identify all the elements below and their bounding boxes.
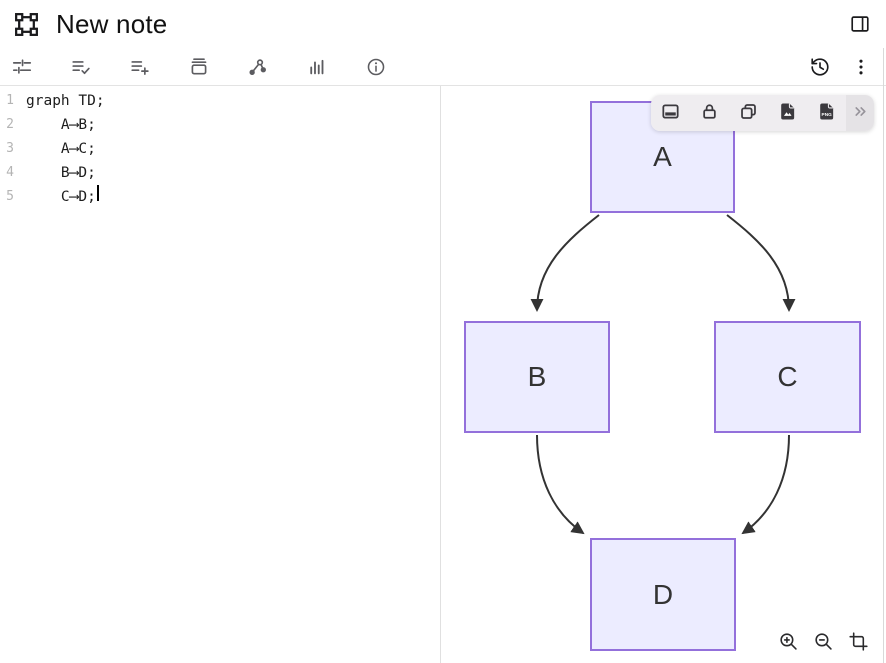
edge-C-D — [741, 434, 790, 535]
more-tools-button[interactable] — [846, 95, 874, 131]
node-D-label: D — [652, 578, 674, 610]
code-line: 4 B⟶D; — [0, 161, 440, 185]
toolbar — [0, 48, 886, 86]
list-add-icon — [129, 56, 151, 78]
node-graph-button[interactable] — [240, 49, 276, 85]
image-file-icon — [777, 101, 798, 125]
header: New note — [0, 0, 886, 48]
header-left: New note — [12, 9, 167, 40]
pane-edge-line — [883, 48, 884, 663]
note-title[interactable]: New note — [56, 8, 168, 39]
export-image-button[interactable] — [768, 95, 807, 131]
diagram-floating-toolbar: PNG — [651, 95, 874, 131]
duplicate-icon — [738, 101, 759, 125]
node-C-label: C — [777, 361, 798, 392]
code-line: 5 C⟶D; — [0, 185, 440, 209]
code-text: A⟶C; — [26, 141, 96, 157]
toolbar-left-group — [4, 49, 394, 85]
layout-panel-right-icon — [849, 13, 871, 35]
node-B: B — [464, 321, 610, 433]
node-graph-icon — [247, 56, 269, 78]
zoom-out-icon — [813, 631, 834, 655]
stats-button[interactable] — [299, 49, 335, 85]
edge-B-D — [536, 434, 585, 535]
history-icon — [809, 56, 831, 78]
code-line: 3 A⟶C; — [0, 137, 440, 161]
line-number: 3 — [6, 141, 14, 156]
duplicate-button[interactable] — [729, 95, 768, 131]
code-line: 1 graph TD; — [0, 89, 440, 113]
fit-crop-button[interactable] — [846, 631, 870, 655]
chevrons-right-icon — [852, 103, 869, 123]
line-number: 2 — [6, 117, 14, 132]
lock-button[interactable] — [690, 95, 729, 131]
zoom-in-icon — [778, 631, 799, 655]
export-png-button[interactable]: PNG — [807, 95, 846, 131]
list-check-icon — [70, 56, 92, 78]
line-number: 4 — [6, 165, 14, 180]
archive-button[interactable] — [181, 49, 217, 85]
crop-icon — [848, 631, 869, 655]
object-frame-icon — [12, 10, 40, 38]
diagram-canvas[interactable]: A B C D — [441, 86, 886, 663]
code-text: graph TD; — [26, 93, 105, 109]
line-number: 1 — [6, 93, 14, 108]
diagram-edges — [530, 214, 796, 535]
png-file-icon: PNG — [816, 101, 837, 125]
zoom-in-button[interactable] — [776, 631, 800, 655]
code-text: C⟶D; — [26, 189, 96, 205]
stats-bars-icon — [306, 56, 328, 78]
zoom-out-button[interactable] — [811, 631, 835, 655]
zoom-controls — [776, 631, 870, 655]
info-icon — [365, 56, 387, 78]
node-B-label: B — [527, 361, 547, 392]
list-check-button[interactable] — [63, 49, 99, 85]
panel-bottom-icon — [660, 101, 681, 125]
content: 1 graph TD; 2 A⟶B; 3 A⟶C; 4 B⟶D; 5 C⟶D; — [0, 86, 886, 663]
kebab-menu-icon — [850, 56, 872, 78]
code-line: 2 A⟶B; — [0, 113, 440, 137]
edge-A-B — [530, 214, 600, 312]
tune-button[interactable] — [4, 49, 40, 85]
node-C: C — [714, 321, 861, 433]
line-number: 5 — [6, 189, 14, 204]
overflow-menu-button[interactable] — [843, 49, 879, 85]
code-editor[interactable]: 1 graph TD; 2 A⟶B; 3 A⟶C; 4 B⟶D; 5 C⟶D; — [0, 86, 441, 663]
history-button[interactable] — [802, 49, 838, 85]
svg-text:PNG: PNG — [822, 112, 833, 118]
toggle-side-panel-button[interactable] — [842, 6, 878, 42]
info-button[interactable] — [358, 49, 394, 85]
lock-icon — [699, 101, 720, 125]
node-A-label: A — [653, 141, 672, 172]
code-text: B⟶D; — [26, 165, 96, 181]
toolbar-right-group — [802, 49, 879, 85]
edge-A-C — [726, 214, 796, 312]
list-add-button[interactable] — [122, 49, 158, 85]
text-caret — [96, 185, 99, 201]
tune-icon — [11, 56, 33, 78]
node-D: D — [590, 538, 736, 651]
code-text: A⟶B; — [26, 117, 96, 133]
panel-bottom-button[interactable] — [651, 95, 690, 131]
archive-icon — [188, 56, 210, 78]
floating-toolbar-main: PNG — [651, 95, 846, 131]
